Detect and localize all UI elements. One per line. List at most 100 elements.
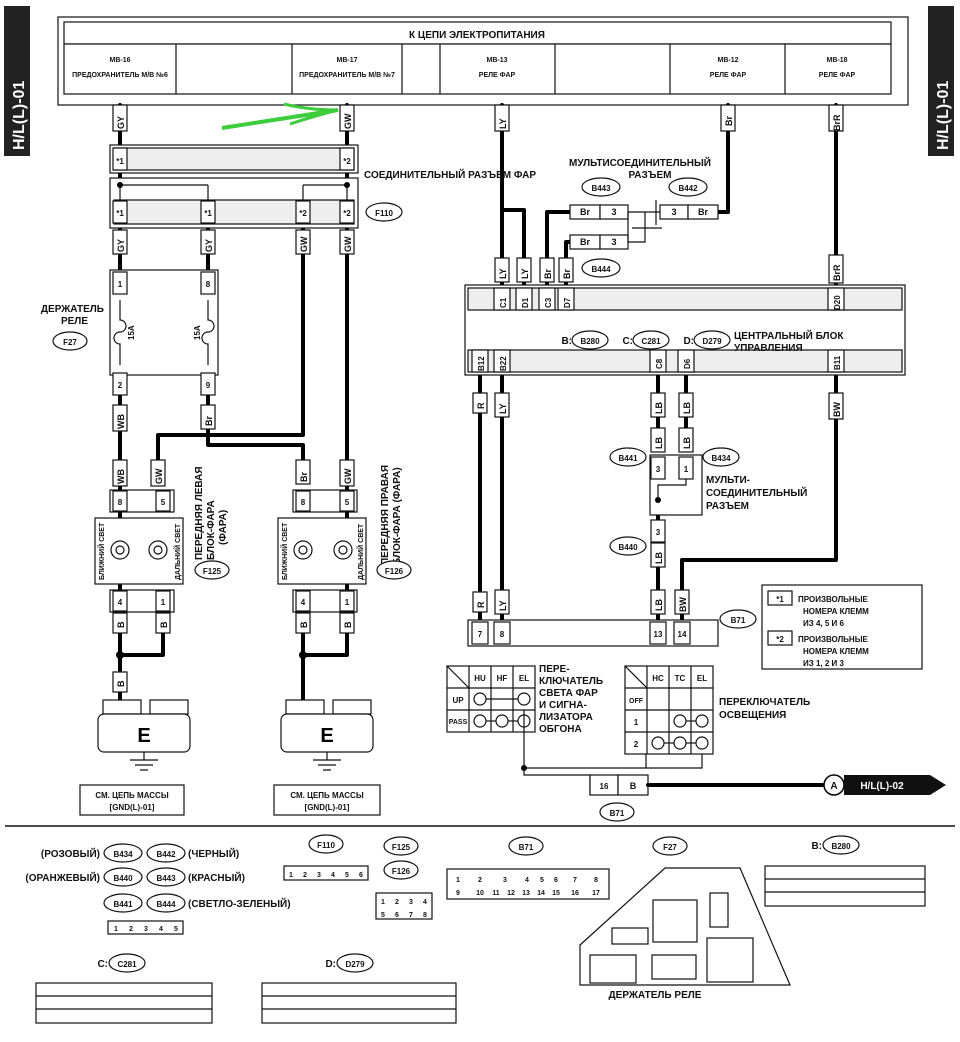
wire-b-ground: B — [630, 781, 637, 791]
wire-brr-top: BrR — [832, 114, 842, 131]
pin: 9 — [456, 890, 460, 897]
ground-right: E СМ. ЦЕПЬ МАССЫ [GND(L)-01] — [273, 651, 381, 816]
wire-lb-1: LB — [654, 402, 664, 414]
relay-pin-1: 1 — [118, 280, 123, 289]
legend-key-1: *1 — [776, 595, 784, 604]
b71-pin-7: 7 — [478, 630, 483, 639]
link-target[interactable]: H/L(L)-02 — [860, 781, 904, 792]
color-b442: (ЧЕРНЫЙ) — [188, 847, 239, 860]
pin: 13 — [522, 890, 530, 897]
wire-gw-2: GW — [343, 236, 353, 252]
pin: 17 — [592, 890, 600, 897]
pin: 6 — [395, 912, 399, 919]
ds-col-hf: HF — [497, 674, 508, 683]
relay-pin-2: 2 — [118, 381, 123, 390]
pinout-b71: B71 1 2 3 4 5 6 7 8 9 10 11 12 13 14 15 … — [446, 836, 610, 900]
pinout-f126-id: F126 — [392, 867, 411, 876]
wire-bw-2: BW — [678, 597, 688, 612]
ds-label-6: ОБГОНА — [539, 724, 582, 735]
mm-label-2: СОЕДИНИТЕЛЬНЫЙ — [706, 486, 807, 499]
wire-b-2: B — [159, 621, 169, 628]
power-supply-block: К ЦЕПИ ЭЛЕКТРОПИТАНИЯ MB-16 ПРЕДОХРАНИТЕ… — [57, 16, 909, 106]
mm-b440: B440 — [618, 543, 638, 552]
pin: 5 — [345, 872, 349, 879]
color-b444: (СВЕТЛО-ЗЕЛЕНЫЙ) — [188, 897, 291, 910]
wire-lb-6: LB — [654, 599, 664, 611]
ls-col-tc: TC — [675, 674, 686, 683]
hl-right-pin-4: 4 — [301, 598, 306, 607]
id-b444: B444 — [156, 900, 176, 909]
pin: 5 — [381, 912, 385, 919]
connector-b71: 7 8 13 14 B71 — [467, 609, 757, 647]
pinout-f125-id: F125 — [392, 843, 411, 852]
cbm-d20: D20 — [833, 295, 842, 310]
f110-bot-pin-3: *2 — [299, 209, 307, 218]
side-tab-left-text: H/L(L)-01 — [11, 81, 28, 150]
hl-right-label-2: БЛОК-ФАРА (ФАРА) — [392, 467, 403, 565]
relay-mb12-id: MB-12 — [717, 57, 738, 64]
mm-pin-3a: 3 — [656, 465, 661, 474]
legend-2-line-3: ИЗ 1, 2 И 3 — [803, 659, 845, 668]
legend-2-line-2: НОМЕРА КЛЕММ — [803, 647, 869, 656]
ls-row-2: 2 — [634, 740, 639, 749]
mm-pin-3b: 3 — [656, 528, 661, 537]
cbm-label-2: УПРАВЛЕНИЯ — [734, 343, 803, 354]
pinout-c281-id: C281 — [117, 960, 137, 969]
fuse-15a-right: 15A — [193, 325, 202, 340]
mt-wire-br-a: Br — [580, 207, 590, 217]
wire-ly-3: LY — [498, 403, 508, 414]
pin: 1 — [381, 899, 385, 906]
central-block: C1 D1 C3 D7 D20 B12 B22 C8 D6 B11 B: B28… — [464, 284, 906, 376]
wire-br-2: Br — [299, 472, 309, 482]
pin: 14 — [537, 890, 545, 897]
pinout-b280-id: B280 — [831, 842, 851, 851]
legend-key-2: *2 — [776, 635, 784, 644]
ls-label-2: ОСВЕЩЕНИЯ — [719, 710, 786, 721]
multi-b444: B444 — [591, 265, 611, 274]
legend-2-line-1: ПРОИЗВОЛЬНЫЕ — [798, 635, 869, 644]
pin: 5 — [174, 926, 178, 933]
wire-gw-1: GW — [299, 236, 309, 252]
wire-br-4: Br — [562, 269, 572, 279]
cbm-prefix-c: C: — [622, 336, 633, 347]
mt-pin-b: 3 — [611, 237, 616, 247]
pinout-f110: F110 1 2 3 4 5 6 — [283, 834, 369, 881]
ds-row-up: UP — [452, 696, 464, 705]
wire-br-1: Br — [204, 416, 214, 426]
pinout-b280-prefix: B: — [811, 841, 822, 852]
hl-left-low: БЛИЖНИЙ СВЕТ — [97, 522, 106, 580]
relay-holder-f27: 1 8 2 9 15A 15A ДЕРЖАТЕЛЬ РЕЛЕ F27 — [41, 269, 219, 396]
cbm-b11: B11 — [833, 355, 842, 370]
hl-left-pin-4: 4 — [118, 598, 123, 607]
f110-top-pin-2: *2 — [343, 157, 351, 166]
cbm-label-1: ЦЕНТРАЛЬНЫЙ БЛОК — [734, 329, 844, 342]
multi-top-label-2: РАЗЪЕМ — [629, 170, 672, 181]
pin: 3 — [317, 872, 321, 879]
pin: 8 — [594, 877, 598, 884]
cbm-b280: B280 — [580, 337, 600, 346]
f110-top-pin-1: *1 — [116, 157, 124, 166]
pin: 2 — [478, 877, 482, 884]
hl-right-pin-5: 5 — [345, 498, 350, 507]
lighting-switch: HC TC EL OFF 1 2 ПЕРЕКЛЮЧАТЕЛЬ ОСВЕЩЕНИЯ — [624, 665, 810, 755]
b71-pin-16: 16 — [600, 782, 609, 791]
pin: 6 — [554, 877, 558, 884]
cbm-d279: D279 — [702, 337, 722, 346]
color-b434: (РОЗОВЫЙ) — [41, 847, 100, 860]
wire-lb-5: LB — [654, 552, 664, 564]
wire-gw-3: GW — [154, 468, 164, 484]
f110-bot-pin-2: *1 — [204, 209, 212, 218]
multi-top-label-1: МУЛЬТИСОЕДИНИТЕЛЬНЫЙ — [569, 156, 711, 169]
wire-b-1: B — [116, 621, 126, 628]
hl-right-pin-8: 8 — [301, 498, 306, 507]
hl-left-label-2: БЛОК-ФАРА — [206, 500, 217, 560]
mt-pin-a: 3 — [611, 207, 616, 217]
b71-pin-14: 14 — [678, 630, 687, 639]
wire-b-4: B — [343, 621, 353, 628]
relay-id: F27 — [63, 338, 77, 347]
hl-left-label-1: ПЕРЕДНЯЯ ЛЕВАЯ — [194, 466, 205, 560]
mt-wire-br-c: Br — [698, 207, 708, 217]
cbm-c281: C281 — [641, 337, 661, 346]
cbm-d7: D7 — [563, 297, 572, 308]
